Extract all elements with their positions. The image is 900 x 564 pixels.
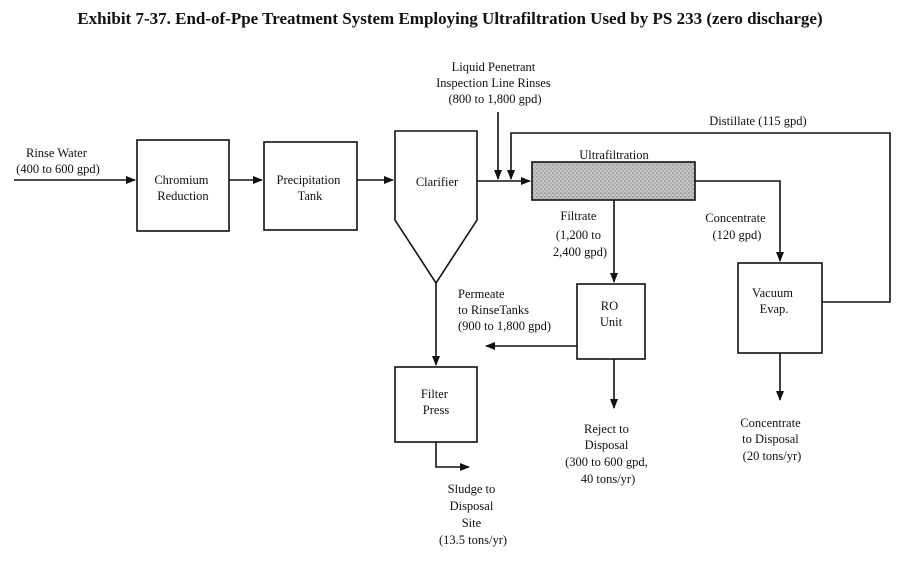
clarifier-label: Clarifier — [416, 175, 459, 189]
vacuum-evaporator-label: Vacuum Evap. — [752, 286, 796, 316]
clarifier-vessel — [394, 130, 478, 285]
diagram-title: Exhibit 7-37. End-of-Ppe Treatment Syste… — [77, 9, 822, 28]
filtrate-label: Filtrate (1,200 to 2,400 gpd) — [553, 209, 607, 259]
concentrate-label: Concentrate (120 gpd) — [705, 211, 769, 242]
sludge-disposal-label: Sludge to Disposal Site (13.5 tons/yr) — [439, 482, 507, 547]
penetrant-rinses-label: Liquid Penetrant Inspection Line Rinses … — [436, 60, 554, 106]
distillate-label: Distillate (115 gpd) — [709, 114, 806, 128]
chromium-reduction-label: Chromium Reduction — [154, 173, 211, 203]
ultrafiltration-label: Ultrafiltration — [579, 148, 649, 162]
precipitation-tank-box — [263, 141, 358, 231]
sludge-arrow — [435, 442, 470, 471]
ro-unit-box — [576, 283, 646, 360]
concentrate-line — [695, 180, 784, 262]
ro-unit-label: RO Unit — [600, 299, 623, 329]
precipitation-tank-label: Precipitation Tank — [277, 173, 344, 203]
chromium-reduction-box — [136, 139, 230, 232]
permeate-label: Permeate to RinseTanks (900 to 1,800 gpd… — [458, 287, 551, 333]
ultrafiltration-unit — [531, 161, 696, 201]
distillate-return-line — [507, 132, 891, 303]
filter-press-label: Filter Press — [421, 387, 451, 417]
reject-disposal-label: Reject to Disposal (300 to 600 gpd, 40 t… — [565, 422, 651, 486]
concentrate-disposal-label: Concentrate to Disposal (20 tons/yr) — [740, 416, 804, 463]
vacuum-evaporator-box — [737, 262, 823, 354]
rinse-water-label: Rinse Water (400 to 600 gpd) — [16, 146, 100, 176]
